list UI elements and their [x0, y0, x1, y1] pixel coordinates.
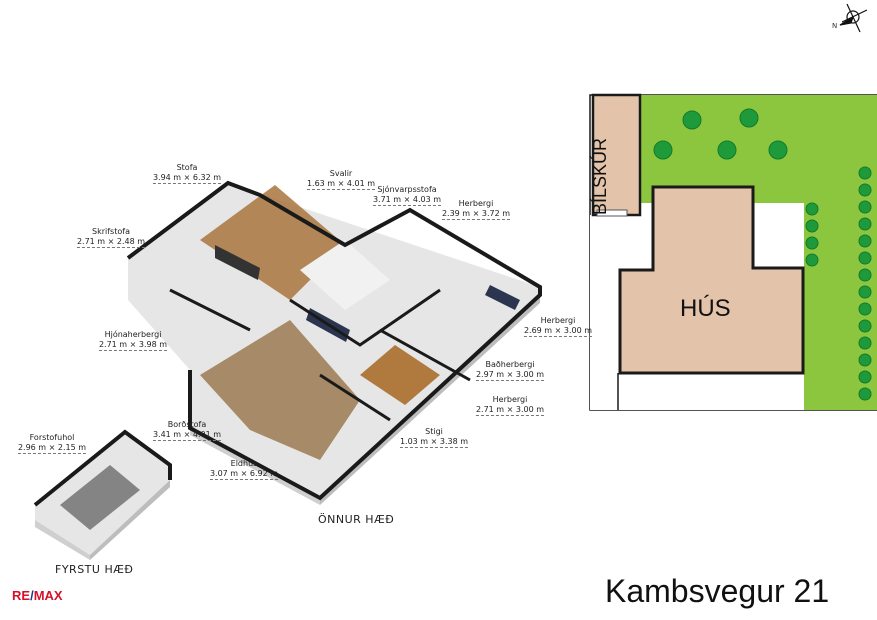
- floor-title-upper: ÖNNUR HÆÐ: [318, 513, 395, 526]
- property-address: Kambsvegur 21: [605, 573, 830, 609]
- house-label: HÚS: [680, 295, 731, 322]
- remax-logo: RE/MAX: [12, 588, 63, 603]
- compass-icon: [839, 3, 868, 33]
- trees: [653, 108, 872, 401]
- compass-label: N: [832, 22, 837, 30]
- site-plan: [589, 93, 877, 411]
- garage-label: BÍLSKÚR: [590, 137, 610, 215]
- house-building: [618, 185, 805, 375]
- upper-floor-plan: [126, 180, 542, 505]
- floor-title-lower: FYRSTU HÆÐ: [55, 563, 134, 576]
- lower-floor-plan: [33, 429, 172, 560]
